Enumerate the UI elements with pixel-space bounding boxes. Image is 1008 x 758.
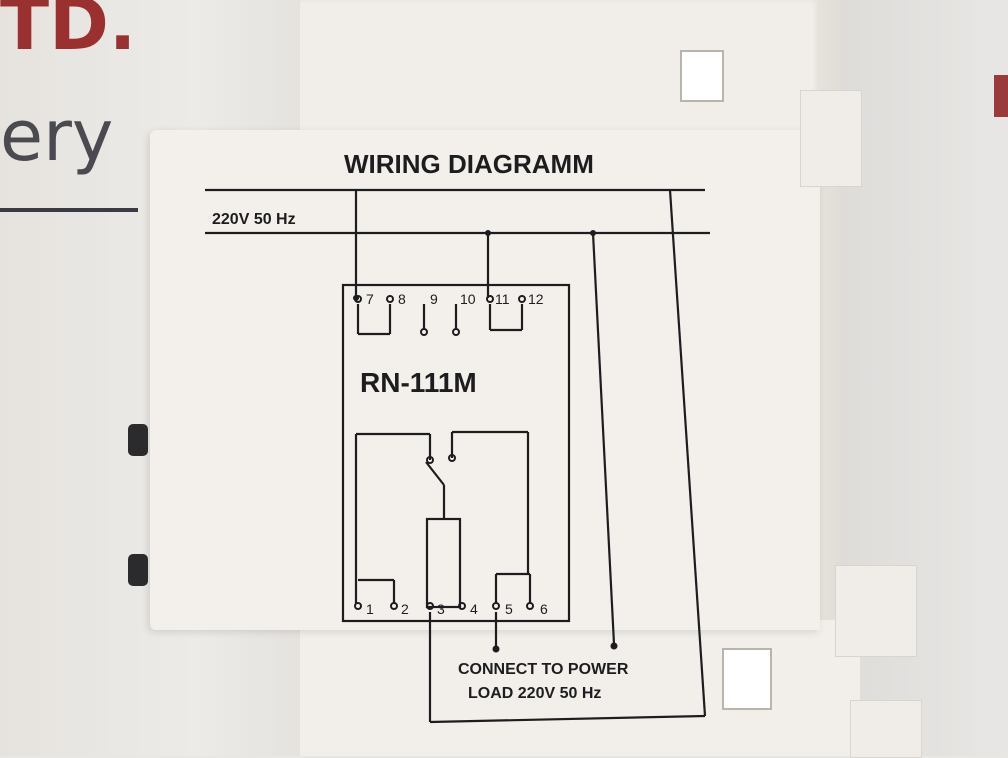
terminal-label: 2 <box>401 601 409 617</box>
side-latch <box>128 424 148 456</box>
diagram-title: WIRING DIAGRAMM <box>344 149 594 179</box>
switch-blade <box>425 461 445 486</box>
connect-label-line2: LOAD 220V 50 Hz <box>468 685 601 702</box>
terminal-label: 12 <box>528 291 544 307</box>
brand-fragment-right <box>994 75 1008 117</box>
screwdriver-slot-bottom <box>722 648 772 710</box>
terminal-label: 3 <box>437 601 445 617</box>
side-latch <box>128 554 148 586</box>
screwdriver-slot-top <box>680 50 724 102</box>
terminal-label: 6 <box>540 601 548 617</box>
wire-to-load <box>591 232 616 645</box>
brand-fragment-middle: ery <box>0 95 114 177</box>
terminal-label: 1 <box>366 601 374 617</box>
relay-coil <box>425 517 462 609</box>
terminal-label: 5 <box>505 601 513 617</box>
terminal-label: 11 <box>495 291 510 307</box>
supply-label: 220V 50 Hz <box>212 211 296 228</box>
brand-underline <box>0 208 138 212</box>
terminal-label: 10 <box>460 291 476 307</box>
terminal-label: 4 <box>470 601 478 617</box>
relay-outline <box>341 283 571 623</box>
device-housing-upper <box>300 0 820 140</box>
brand-fragment-top: TD. <box>0 0 137 66</box>
model-label: RN-111M <box>360 367 477 398</box>
housing-clip <box>835 565 917 657</box>
housing-clip <box>850 700 922 758</box>
connect-label-line1: CONNECT TO POWER <box>458 661 629 678</box>
terminal-label: 7 <box>366 291 374 307</box>
terminal-label: 9 <box>430 291 438 307</box>
terminal-label: 8 <box>398 291 406 307</box>
return-wire-bottom <box>429 714 706 724</box>
device-housing-body <box>150 130 820 630</box>
return-wire-right <box>668 189 707 717</box>
housing-clip <box>800 90 862 187</box>
